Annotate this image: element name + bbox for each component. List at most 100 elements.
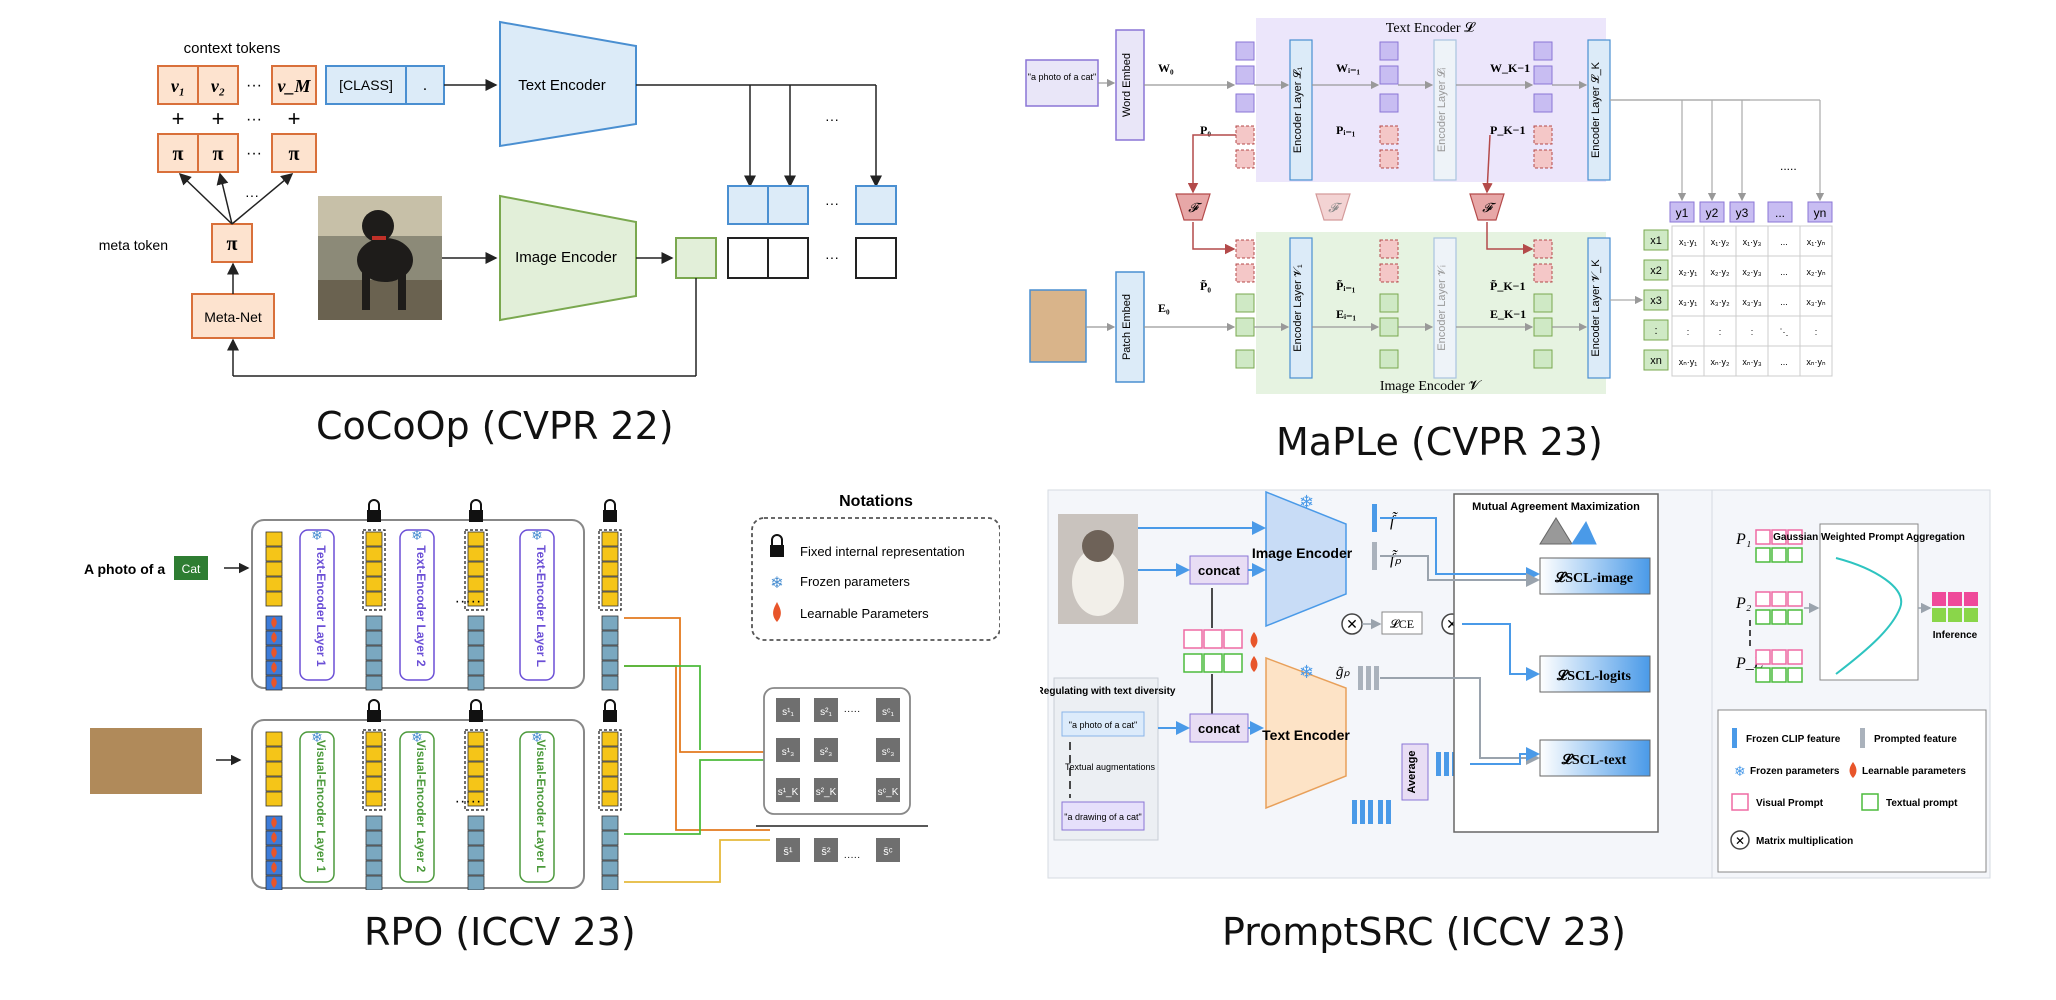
- rpo-yellow-token: [467, 731, 485, 747]
- image-encoder-snowflake-icon: ❄: [1299, 492, 1314, 512]
- rpo-visual-layer: [299, 731, 335, 883]
- matrix-cell-text: x₂·y₃: [1742, 267, 1761, 277]
- rpo-yellow-token: [601, 561, 619, 577]
- aug-photo-label: "a photo of a cat": [1069, 720, 1137, 730]
- rpo-propagated-token: [365, 630, 383, 646]
- score-cell-text: sᶜ_K: [878, 787, 899, 798]
- score-avg-cell: [876, 838, 900, 862]
- legend-frozen-clip: Frozen CLIP feature: [1746, 734, 1841, 745]
- lock-icon: [603, 499, 617, 522]
- matrix-cell-text: :: [1815, 327, 1818, 337]
- rpo-snowflake-icon: ❄: [411, 729, 423, 745]
- rpo-yellow-token: [265, 746, 283, 762]
- score-avg-cell: [814, 838, 838, 862]
- meta-net-label: Meta-Net: [204, 309, 262, 325]
- caption-maple: MaPLe (CVPR 23): [1276, 420, 1603, 464]
- x-label: xn: [1650, 355, 1662, 367]
- text-prompt-columns: [1235, 125, 1553, 169]
- rpo-visual-layer-label: Visual-Encoder Layer 2: [414, 740, 428, 873]
- matrix-cell-text: :: [1687, 327, 1690, 337]
- maple-text-encoder-label: Text Encoder 𝓛: [1386, 20, 1476, 36]
- meta-fan-dots: ···: [245, 187, 259, 203]
- word-embed-label: Word Embed: [1121, 53, 1133, 117]
- loss-image-box: [1539, 557, 1651, 595]
- rpo-propagated-token: [601, 675, 619, 691]
- x-label: :: [1654, 325, 1657, 337]
- inference-visual-prompts: [1932, 592, 1978, 606]
- score-cell: [876, 698, 900, 722]
- meta-token-label: meta token: [99, 237, 168, 253]
- prompt-flame-icon: [1250, 632, 1258, 648]
- lock-icon: [603, 699, 617, 722]
- x-label-box: [1643, 289, 1669, 311]
- y-label: ...: [1775, 206, 1785, 220]
- legend-frozen-clip-swatch: [1732, 728, 1737, 748]
- flame-icon: [271, 647, 277, 658]
- gp-tilde-label: g̃ₚ: [1336, 664, 1351, 680]
- enc-lk: Encoder Layer 𝓛_K: [1589, 61, 1602, 158]
- aug-drawing-card: [1061, 801, 1145, 831]
- image-feature-box: [675, 237, 717, 279]
- rpo-yellow-token: [365, 761, 383, 777]
- svg-text:✕: ✕: [1346, 616, 1358, 632]
- x-label-box: [1643, 259, 1669, 281]
- legend-visual-prompt: Visual Prompt: [1756, 798, 1824, 809]
- score-avg-text: s̄¹: [783, 846, 793, 858]
- score-cell-text: sᶜ₁: [882, 707, 895, 718]
- rpo-yellow-token: [601, 776, 619, 792]
- side-visual-prompts: [1755, 529, 1803, 665]
- concat-top-label: concat: [1198, 563, 1241, 578]
- score-cell-text: sᶜ₃: [882, 747, 895, 758]
- score-cell-text: s²₁: [820, 707, 832, 718]
- matrix-cell-text: ...: [1780, 267, 1788, 277]
- promptsrc-legend-box: [1717, 709, 1987, 873]
- rpo-cat-token: [174, 556, 208, 580]
- rpo-snowflake-icon: ❄: [311, 527, 323, 543]
- notation-fixed: Fixed internal representation: [800, 544, 965, 559]
- enc-li: Encoder Layer 𝓛ᵢ: [1435, 68, 1448, 153]
- matrix-cell-text: x₂·y₁: [1679, 267, 1698, 277]
- y-label: yn: [1814, 206, 1827, 220]
- rpo-propagated-token: [365, 845, 383, 861]
- flame-icon: [271, 847, 277, 858]
- rpo-yellow-token: [467, 591, 485, 607]
- x-label: x1: [1650, 235, 1662, 247]
- gaussian-curve: [1835, 557, 1903, 675]
- rpo-propagated-token: [365, 660, 383, 676]
- image-encoder-shape: [499, 194, 637, 322]
- score-dots: ·····: [844, 706, 861, 717]
- rpo-yellow-token: [365, 561, 383, 577]
- rpo-propagated-token: [365, 615, 383, 631]
- rpo-propagated-token: [467, 815, 485, 831]
- rpo-propagated-token: [601, 860, 619, 876]
- y-label-box: [1699, 201, 1725, 223]
- plus-1: +: [172, 106, 185, 131]
- p1-label: P₁: [1735, 531, 1751, 548]
- loss-text-label: 𝓛SCL-text: [1561, 752, 1627, 768]
- loss-logits-label: 𝓛SCL-logits: [1556, 668, 1632, 684]
- matrix-cell-text: xₙ·y₁: [1679, 357, 1698, 367]
- rpo-cat-image: [90, 728, 202, 794]
- y-label-box: [1767, 201, 1793, 223]
- rpo-text-layer-label: Text-Encoder Layer 1: [314, 545, 328, 666]
- rpo-visual-layer-label: Visual-Encoder Layer 1: [314, 740, 328, 873]
- text-encoder-shape: [499, 20, 637, 148]
- rpo-yellow-token: [365, 576, 383, 592]
- matrix-cell-text: ...: [1780, 237, 1788, 247]
- matrix-cell: [1799, 315, 1833, 347]
- lock-icon: [770, 534, 784, 557]
- rpo-text-layer-label: Text-Encoder Layer 2: [414, 545, 428, 666]
- rpo-yellow-token: [265, 576, 283, 592]
- rpo-propagated-token: [467, 615, 485, 631]
- matrix-cell: [1703, 315, 1737, 347]
- matrix-cell-text: x₂·y₂: [1711, 267, 1730, 277]
- mam-title: Mutual Agreement Maximization: [1472, 501, 1640, 513]
- label-wk1: W_K−1: [1490, 61, 1530, 75]
- rpo-fixed-group: [464, 529, 488, 611]
- svg-text:···: ···: [825, 249, 839, 265]
- legend-matmul-icon: [1730, 830, 1750, 850]
- x-label: x3: [1650, 295, 1662, 307]
- rpo-fixed-group: [598, 729, 622, 811]
- f-tilde-feature: [1372, 504, 1377, 532]
- rpo-yellow-token: [265, 531, 283, 547]
